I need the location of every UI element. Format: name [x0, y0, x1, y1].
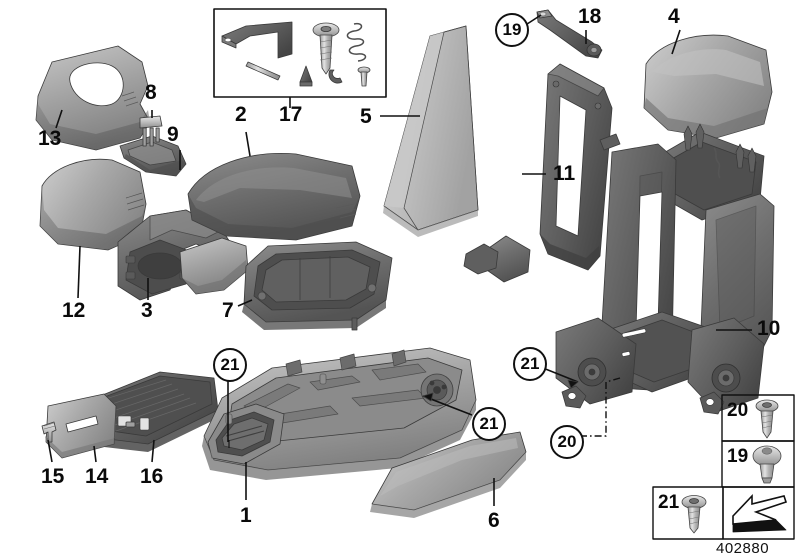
part-7-shape: [242, 241, 393, 331]
legend-frames: [652, 394, 795, 540]
part-label-13: 13: [38, 127, 62, 150]
leader-arrowheads: [422, 379, 579, 402]
part-3-shape: [117, 209, 249, 301]
part-label-3: 3: [141, 299, 153, 322]
part-1-shape: [202, 347, 477, 480]
leader-lines: [47, 29, 752, 506]
part-label-1: 1: [240, 504, 252, 527]
part-label-5: 5: [360, 105, 372, 128]
part-17-kit-contents: [221, 21, 371, 87]
part-4-shape: [643, 34, 773, 139]
legend-icon-screw-19: [752, 445, 782, 484]
part-label-2: 2: [235, 103, 247, 126]
callout-21-frame-left[interactable]: 21: [513, 347, 547, 381]
callout-20-frame-screw[interactable]: 20: [550, 425, 584, 459]
part-label-18: 18: [578, 5, 602, 28]
part-label-10: 10: [757, 317, 781, 340]
legend-number-19: 19: [727, 446, 749, 467]
legend-number-20: 20: [727, 400, 749, 421]
part-label-14: 14: [85, 465, 109, 488]
part-15-shape: [41, 421, 57, 443]
part-label-17: 17: [279, 103, 303, 126]
part-10-shape: [555, 123, 775, 415]
part-label-15: 15: [41, 465, 65, 488]
part-label-11: 11: [553, 162, 576, 185]
part-label-6: 6: [488, 509, 500, 532]
part-label-7: 7: [222, 299, 234, 322]
part-12-shape: [39, 158, 147, 251]
part-9-shape: [119, 135, 187, 177]
callout-19-hinge-screw[interactable]: 19: [495, 13, 529, 47]
legend-number-21: 21: [658, 492, 680, 513]
part-label-8: 8: [145, 81, 157, 104]
callout-21-console-right[interactable]: 21: [472, 407, 506, 441]
legend-icon-screw-21: [681, 495, 707, 534]
part-label-9: 9: [167, 123, 179, 146]
part-8-shape: [139, 115, 163, 147]
part-14-shape: [45, 393, 117, 459]
part-label-12: 12: [62, 299, 86, 322]
part-label-16: 16: [140, 465, 164, 488]
legend-icon-direction-arrow: [732, 493, 788, 533]
part-11-shape: [463, 63, 613, 283]
part-13-shape: [35, 45, 151, 151]
callout-21-console-left[interactable]: 21: [213, 348, 247, 382]
part-2-shape: [187, 153, 361, 241]
diagram-id-number: 402880: [716, 540, 770, 557]
part-5-shape: [383, 25, 479, 237]
part-label-4: 4: [668, 5, 680, 28]
kit-box-frame: [213, 8, 387, 98]
legend-icon-screw-20: [755, 399, 779, 439]
